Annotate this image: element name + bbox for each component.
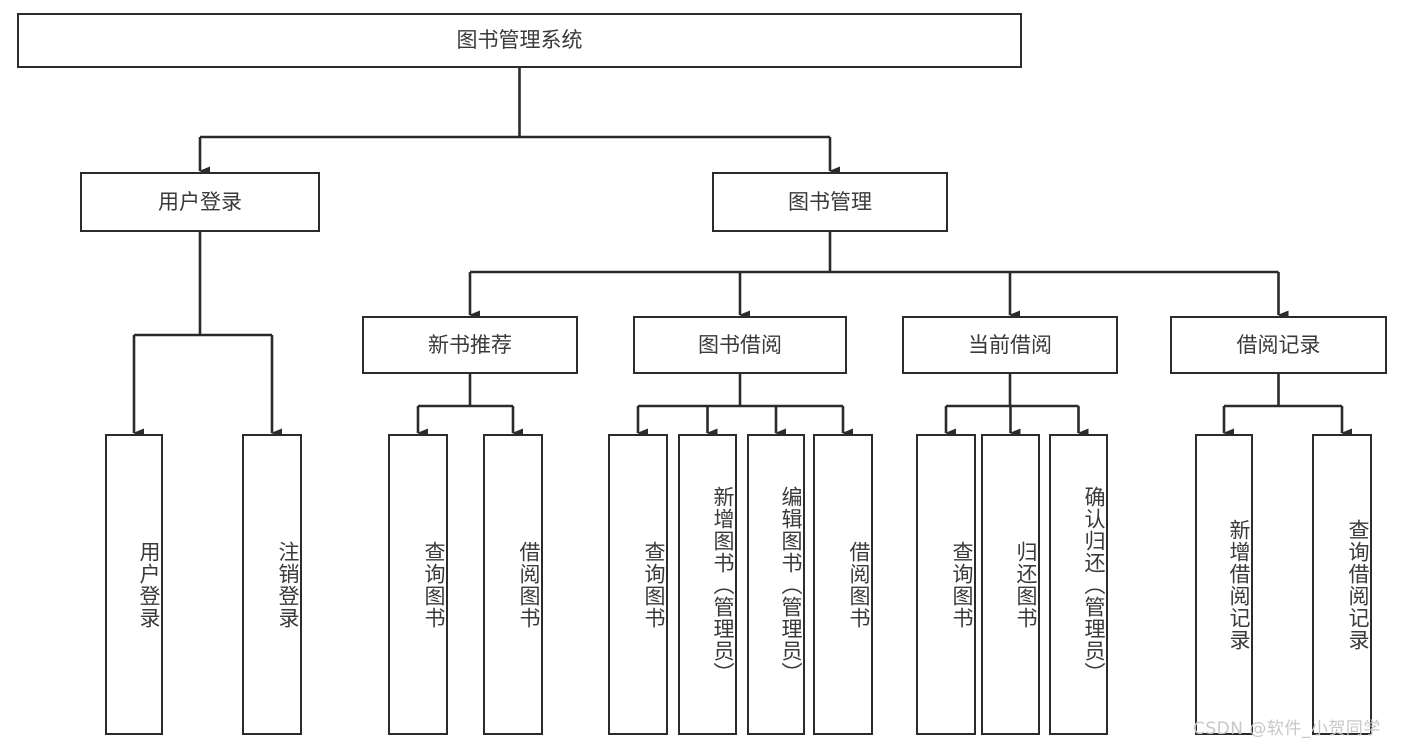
leaf-query-book-borrow[interactable]: 查询图书: [608, 434, 668, 735]
leaf-add-borrow-record-label: 新增借阅记录: [1227, 518, 1251, 651]
node-book-borrow[interactable]: 图书借阅: [633, 316, 847, 374]
leaf-query-book-current-label: 查询图书: [950, 540, 974, 629]
leaf-user-login[interactable]: 用户登录: [105, 434, 163, 735]
leaf-logout-label: 注销登录: [276, 540, 300, 629]
node-book-management-label: 图书管理: [788, 189, 872, 214]
node-root[interactable]: 图书管理系统: [17, 13, 1022, 68]
node-current-borrow[interactable]: 当前借阅: [902, 316, 1118, 374]
node-new-book-recommend-label: 新书推荐: [428, 332, 512, 357]
leaf-edit-book-admin-label: 编辑图书（管理员）: [779, 485, 803, 684]
leaf-query-borrow-record[interactable]: 查询借阅记录: [1312, 434, 1372, 735]
leaf-user-login-label: 用户登录: [137, 540, 161, 629]
leaf-borrow-book-recommend[interactable]: 借阅图书: [483, 434, 543, 735]
leaf-return-book-label: 归还图书: [1014, 540, 1038, 629]
node-new-book-recommend[interactable]: 新书推荐: [362, 316, 578, 374]
leaf-borrow-book-label: 借阅图书: [847, 540, 871, 629]
leaf-query-borrow-record-label: 查询借阅记录: [1346, 518, 1370, 651]
leaf-query-book-borrow-label: 查询图书: [642, 540, 666, 629]
node-borrow-record[interactable]: 借阅记录: [1170, 316, 1387, 374]
leaf-query-book-recommend-label: 查询图书: [422, 540, 446, 629]
node-book-borrow-label: 图书借阅: [698, 332, 782, 357]
node-root-label: 图书管理系统: [456, 28, 583, 53]
node-borrow-record-label: 借阅记录: [1236, 332, 1321, 357]
node-user-login-label: 用户登录: [158, 189, 242, 214]
leaf-add-borrow-record[interactable]: 新增借阅记录: [1195, 434, 1253, 735]
leaf-add-book-admin[interactable]: 新增图书（管理员）: [678, 434, 737, 735]
leaf-borrow-book-recommend-label: 借阅图书: [517, 540, 541, 629]
leaf-add-book-admin-label: 新增图书（管理员）: [711, 485, 735, 684]
leaf-confirm-return-admin-label: 确认归还（管理员）: [1082, 485, 1106, 684]
leaf-borrow-book[interactable]: 借阅图书: [813, 434, 873, 735]
leaf-query-book-recommend[interactable]: 查询图书: [388, 434, 448, 735]
leaf-query-book-current[interactable]: 查询图书: [916, 434, 976, 735]
leaf-confirm-return-admin[interactable]: 确认归还（管理员）: [1049, 434, 1108, 735]
node-current-borrow-label: 当前借阅: [968, 332, 1052, 357]
leaf-edit-book-admin[interactable]: 编辑图书（管理员）: [747, 434, 805, 735]
node-book-management[interactable]: 图书管理: [712, 172, 948, 232]
node-user-login[interactable]: 用户登录: [80, 172, 320, 232]
leaf-return-book[interactable]: 归还图书: [981, 434, 1040, 735]
leaf-logout[interactable]: 注销登录: [242, 434, 302, 735]
